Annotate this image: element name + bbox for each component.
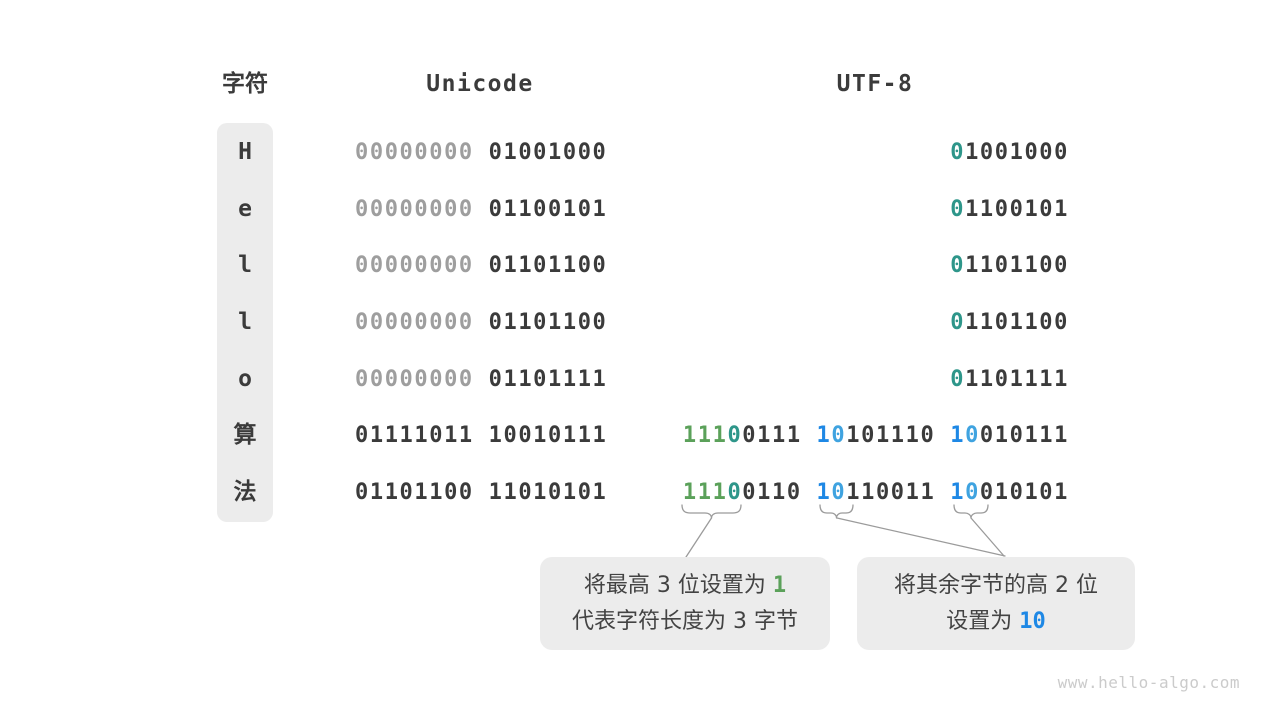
bit-segment: 010101	[979, 480, 1069, 506]
column-header-utf8: UTF-8	[836, 71, 914, 97]
row-character: H	[238, 139, 252, 165]
bit-segment: 01111011	[355, 423, 474, 449]
callout-leading-byte-rule: 将最高 3 位设置为 1 代表字符长度为 3 字节	[540, 557, 830, 650]
callout-continuation-line1: 将其余字节的高 2 位	[894, 572, 1098, 598]
row-utf8-bits: 11100110 10110011 10010101	[683, 478, 1069, 507]
bit-segment: 1	[816, 423, 832, 449]
row-unicode-bits: 00000000 01100101	[355, 195, 607, 224]
bit-segment: 0	[727, 480, 743, 506]
bit-segment: 111	[682, 480, 728, 506]
bit-segment: 1101100	[965, 253, 1069, 279]
callout-continuation-byte-rule: 将其余字节的高 2 位 设置为 10	[857, 557, 1135, 650]
callout-continuation-line2-highlight: 10	[1019, 608, 1046, 634]
row-utf8-bits: 01001000	[950, 138, 1069, 167]
bit-segment: 0	[965, 480, 980, 506]
bit-segment: 0	[950, 140, 966, 165]
bit-segment: 0	[950, 310, 966, 335]
row-utf8-bits: 01101111	[950, 365, 1069, 394]
bit-segment: 00000000	[355, 366, 474, 392]
bit-segment: 1001000	[965, 140, 1069, 165]
row-character: o	[238, 365, 252, 392]
callout-leading-line1-highlight: 1	[772, 572, 787, 598]
watermark: www.hello-algo.com	[1057, 673, 1240, 692]
bit-segment: 101110	[846, 423, 936, 449]
bit-segment: 0	[950, 253, 966, 279]
bit-segment: 0	[831, 423, 847, 449]
row-utf8-bits: 01101100	[950, 308, 1069, 337]
bit-segment: 1	[816, 480, 832, 506]
bit-segment: 00000000	[355, 310, 474, 335]
row-unicode-bits: 01111011 10010111	[355, 421, 607, 450]
bit-segment: 0	[831, 480, 847, 506]
bit-segment: 1100101	[965, 196, 1069, 222]
row-character: l	[238, 309, 252, 335]
row-character: 算	[233, 422, 257, 449]
row-character: 法	[233, 479, 257, 506]
bit-segment: 01100101	[488, 196, 608, 222]
callout-continuation-line2: 设置为 10	[946, 604, 1046, 640]
connector-line-continuation-1	[836, 517, 1006, 557]
row-utf8-bits: 01100101	[950, 195, 1069, 224]
connector-line-leading	[685, 517, 713, 558]
character-column-background	[217, 123, 273, 522]
bit-segment: 01001000	[488, 140, 608, 165]
bit-segment: 01101100	[488, 310, 608, 335]
bit-segment: 0	[727, 423, 743, 449]
bit-segment: 01101100	[355, 480, 474, 506]
bit-segment: 01101111	[488, 366, 608, 392]
bit-segment: 11010101	[488, 480, 608, 506]
connector-line-continuation-2	[970, 517, 1005, 557]
callout-continuation-line2-text: 设置为	[946, 608, 1020, 634]
row-unicode-bits: 00000000 01101111	[355, 365, 607, 394]
bit-segment: 0	[965, 423, 980, 449]
bit-segment: 01101100	[488, 253, 608, 279]
column-header-char: 字符	[222, 71, 268, 97]
bit-segment: 010111	[979, 423, 1069, 449]
bit-segment: 0	[950, 366, 966, 392]
callout-leading-line1: 将最高 3 位设置为 1	[584, 568, 786, 604]
bit-segment: 1101111	[965, 366, 1069, 392]
bit-segment: 110011	[846, 480, 936, 506]
row-utf8-bits: 11100111 10101110 10010111	[683, 421, 1069, 450]
bit-segment: 1	[950, 423, 966, 449]
row-unicode-bits: 00000000 01101100	[355, 251, 607, 280]
callout-leading-line1-text: 将最高 3 位设置为	[583, 572, 773, 598]
callout-leading-line2: 代表字符长度为 3 字节	[572, 608, 798, 634]
row-unicode-bits: 00000000 01101100	[355, 308, 607, 337]
bit-segment: 0	[950, 196, 966, 222]
bit-segment: 111	[682, 423, 728, 449]
row-character: l	[238, 252, 252, 279]
column-header-unicode: Unicode	[426, 71, 534, 97]
row-character: e	[238, 195, 252, 222]
bit-segment: 00000000	[355, 140, 474, 165]
bit-segment: 0110	[742, 480, 802, 506]
row-unicode-bits: 01101100 11010101	[355, 478, 607, 507]
bit-segment: 1101100	[965, 310, 1069, 335]
bit-segment: 1	[950, 480, 966, 506]
bit-segment: 00000000	[355, 253, 474, 279]
bit-segment: 10010111	[488, 423, 608, 449]
row-unicode-bits: 00000000 01001000	[355, 138, 607, 167]
row-utf8-bits: 01101100	[950, 251, 1069, 280]
bit-segment: 00000000	[355, 196, 474, 222]
bit-segment: 0111	[742, 423, 802, 449]
